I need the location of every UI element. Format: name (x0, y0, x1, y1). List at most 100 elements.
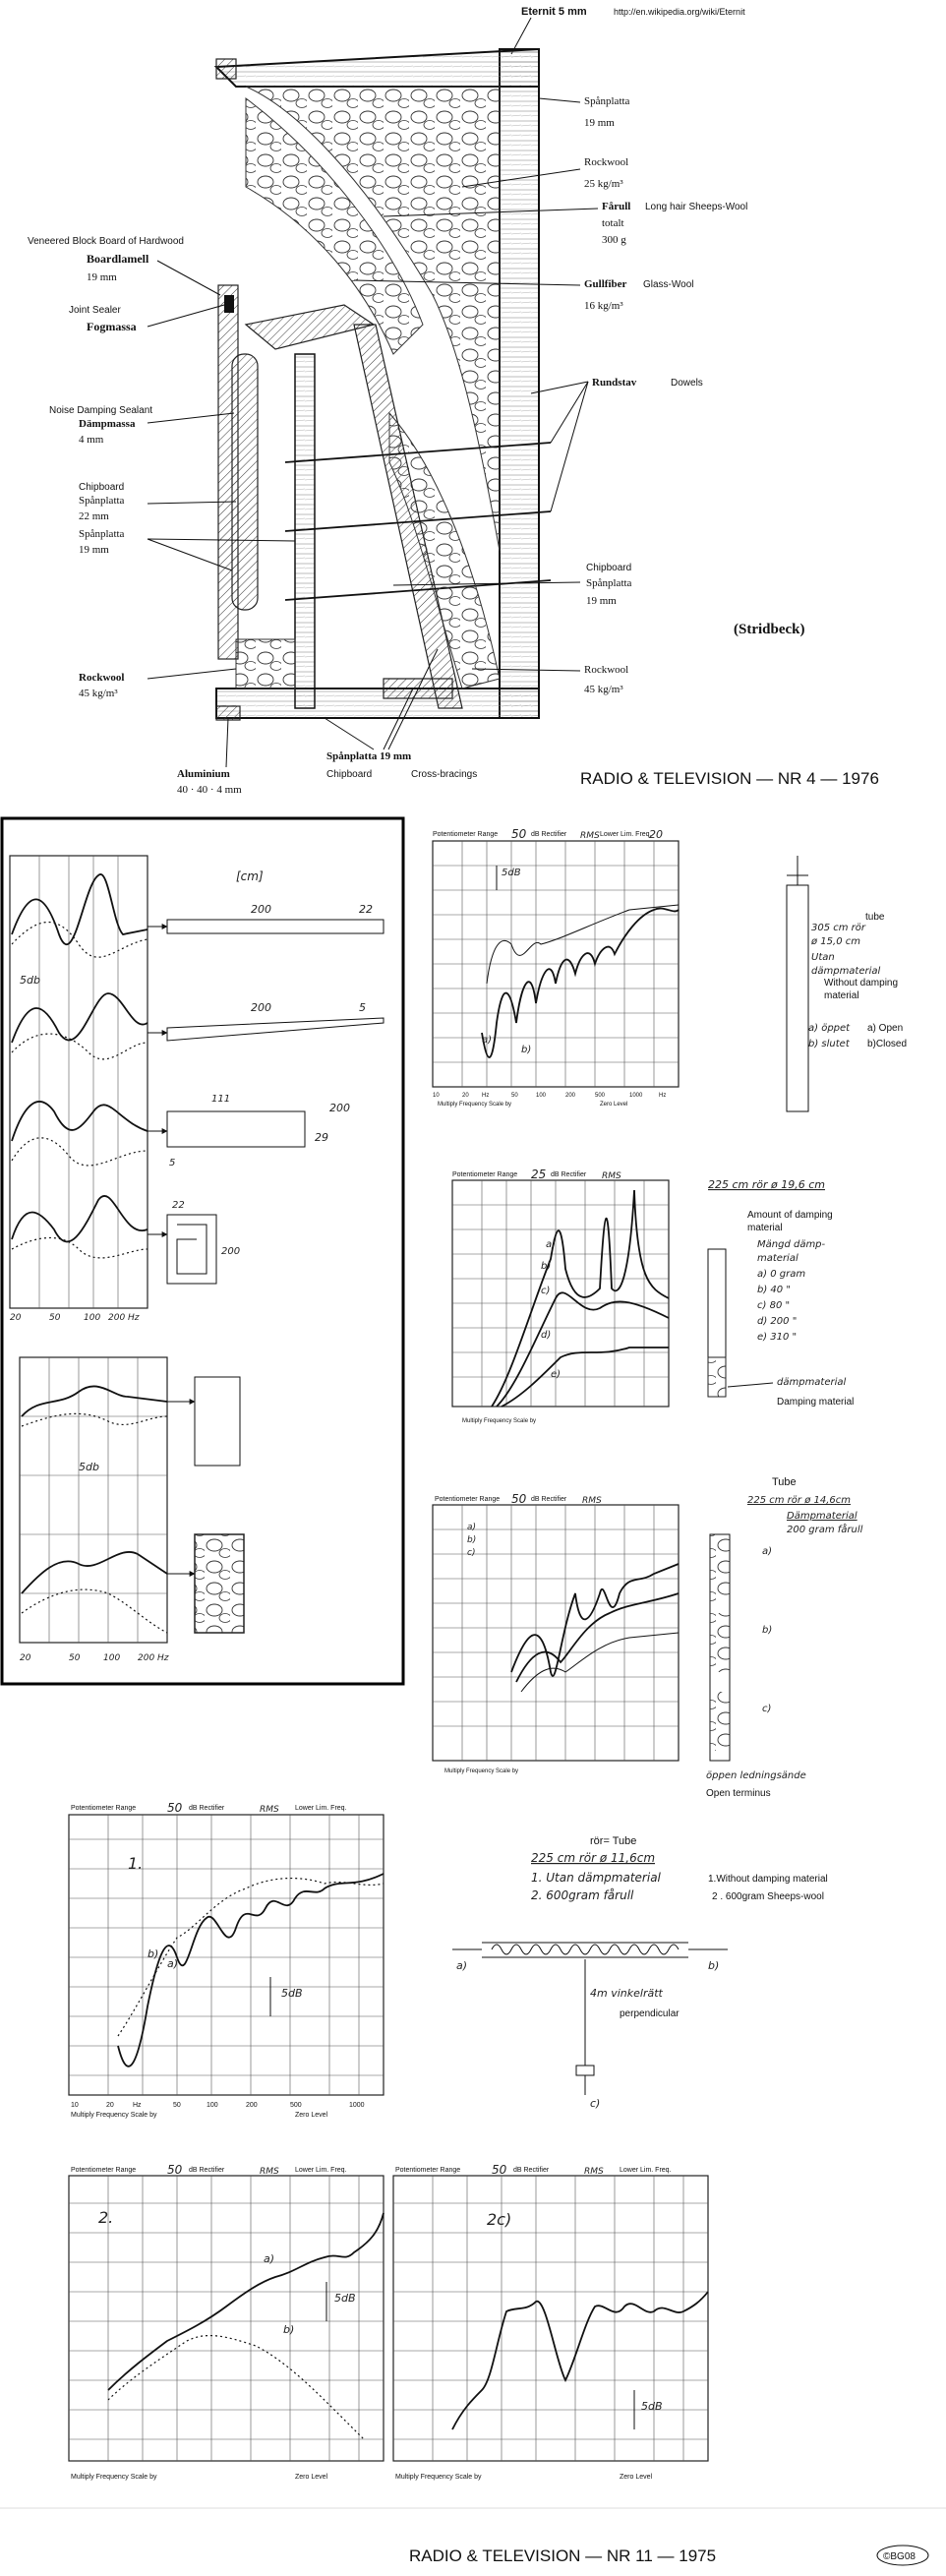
pipe2-drawing (166, 1017, 384, 1042)
pipe1-curve-a (11, 873, 148, 945)
label-cross-bracings: Cross-bracings (411, 769, 477, 780)
c3-curve-c (520, 1632, 680, 1693)
label-gullfiber-density: 16 kg/m³ (584, 300, 623, 312)
c1-lower: Lower Lim. Freq. (600, 831, 652, 838)
c5-lower: Lower Lim. Freq. (295, 2167, 347, 2174)
c6-range-val: 50 (492, 2163, 507, 2177)
c2-hand-title-2: material (757, 1253, 798, 1264)
pointer-dowel-1 (550, 381, 589, 444)
label-joint-en: Joint Sealer (69, 305, 121, 316)
c3-curve-b (515, 1592, 680, 1683)
c2-curve-c (496, 1291, 670, 1408)
closed-box-a (194, 1376, 241, 1467)
unit-label: [cm] (236, 869, 264, 883)
c1-tick-1: 10 (433, 1093, 440, 1099)
c3-marker-c: c) (762, 1704, 771, 1714)
panel-border (0, 816, 405, 1686)
pointer-spanplatta-19c (147, 538, 233, 571)
c5-curve-b (107, 2335, 365, 2440)
c3-marker-a: a) (762, 1546, 772, 1557)
c1-without: Without damping (824, 978, 898, 988)
pointer-rockwool-left (147, 668, 237, 680)
c3-open-en: Open terminus (706, 1788, 771, 1799)
c1-range: Potentiometer Range (433, 831, 498, 838)
c2-curve-label-c: c) (541, 1286, 550, 1296)
c2-curve-label-d: d) (541, 1330, 551, 1341)
label-rockwool-top-density: 25 kg/m³ (584, 178, 623, 190)
td-line2: 2. 600gram fårull (531, 1888, 634, 1902)
pipe3-dia: 29 (315, 1131, 328, 1144)
label-spanplatta-19b: Spånplatta (79, 528, 125, 540)
inner-slope-panel (353, 324, 463, 709)
top-panel (213, 47, 540, 88)
chart-2: Potentiometer Range 25 dB Rectifier RMS … (451, 1168, 854, 1424)
pipe3-curve-b (11, 1137, 148, 1167)
c2-amount-2: material (747, 1223, 783, 1233)
td-b: b) (708, 1959, 719, 1972)
label-rockwool-right-density: 45 kg/m³ (584, 684, 623, 695)
pointer-aluminium (225, 717, 229, 768)
c3-fill-b (710, 1613, 730, 1672)
label-boardlamell-mm: 19 mm (87, 271, 117, 283)
c1-open-sv: a) öppet (808, 1023, 851, 1034)
rockwool-upper (245, 86, 501, 552)
c2-amount-a: a) 0 gram (757, 1269, 805, 1280)
c4-rms: RMS (260, 1805, 279, 1815)
tube-setup-diagram: rör= Tube 225 cm rör ø 11,6cm 1. Utan dä… (452, 1835, 828, 2110)
td-mic (575, 2065, 595, 2076)
c4-tick-4: 50 (173, 2102, 181, 2109)
pipe4-drawing (166, 1214, 217, 1285)
c1-grid (432, 840, 680, 1088)
c4-tick-1: 10 (71, 2102, 79, 2109)
label-dampmassa: Dämpmassa (79, 418, 136, 430)
c3-heading: 225 cm rör ø 14,6cm (747, 1495, 851, 1506)
c1-tick-6: 200 (565, 1093, 576, 1099)
eternit-url: http://en.wikipedia.org/wiki/Eternit (614, 7, 745, 17)
sdb-b: 5db (79, 1461, 99, 1473)
td-en1: 1.Without damping material (708, 1874, 828, 1885)
pipe2-curve-b (11, 1033, 148, 1060)
c2-heading: 225 cm rör ø 19,6 cm (708, 1178, 825, 1191)
c5-range: Potentiometer Range (71, 2167, 136, 2174)
label-bottom-spanplatta: Spånplatta 19 mm (326, 750, 411, 762)
xaxis-b-3: 100 (103, 1653, 120, 1663)
damping-sealant-strip (231, 353, 259, 611)
c1-closed-sv: b) slutet (808, 1039, 851, 1049)
c2-amount: Amount of damping (747, 1210, 833, 1221)
c4-sdb: 5dB (281, 1987, 303, 2000)
c5-db: dB Rectifier (189, 2167, 225, 2174)
c3-heading-3: 200 gram fårull (787, 1523, 863, 1535)
label-chipboard-en: Chipboard (79, 482, 124, 493)
pointer-chipboard-right (392, 581, 581, 586)
c1-range-val: 50 (511, 827, 527, 841)
pointer-bottom-2 (383, 688, 414, 750)
td-tube-en: rör= Tube (590, 1835, 636, 1847)
c5-sdb: 5dB (334, 2292, 356, 2305)
pipe4-dia: 22 (172, 1200, 185, 1211)
c1-hand-4: dämpmaterial (811, 966, 881, 977)
c4-curve-a (117, 1873, 384, 2067)
c1-hand-3: Utan (811, 952, 835, 963)
xaxis-a-1: 20 (10, 1313, 22, 1323)
c1-multiply: Multiply Frequency Scale by (438, 1102, 511, 1108)
pipe1-curve-b (11, 921, 148, 958)
top-corner-block (215, 58, 237, 80)
pointer-gullfiber (353, 279, 581, 286)
c4-tick-6: 200 (246, 2102, 258, 2109)
xaxis-a-4: 200 Hz (108, 1313, 140, 1323)
pointer-rockwool (461, 168, 581, 188)
sheeps-wool-region (245, 96, 424, 355)
pointer-spanplatta-22 (147, 501, 237, 505)
label-aluminium: Aluminium (177, 768, 230, 780)
label-veneered-en: Veneered Block Board of Hardwood (28, 236, 184, 247)
td-c: c) (590, 2097, 600, 2110)
c1-closed-en: b)Closed (867, 1039, 907, 1049)
c5-multiply: Multiply Frequency Scale by (71, 2474, 157, 2481)
c4-tick-3: Hz (133, 2102, 142, 2109)
c1-zero: Zero Level (600, 1102, 627, 1108)
label-gullfiber: Gullfiber (584, 278, 627, 290)
eternit-label: Eternit 5 mm (521, 6, 587, 18)
sdb-a: 5db (20, 974, 40, 987)
label-chipboard-right: Chipboard (586, 563, 631, 573)
pipe1-drawing (166, 919, 384, 934)
